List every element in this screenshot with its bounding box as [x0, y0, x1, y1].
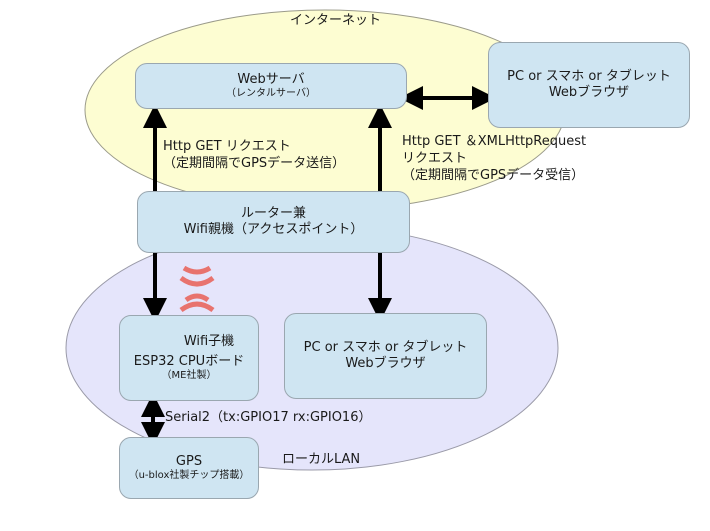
web-server-title: Webサーバ — [237, 71, 305, 87]
gps-subtitle: （u-blox社製チップ搭載） — [128, 469, 250, 481]
edge-esp32-server-line1: Http GET リクエスト — [163, 139, 291, 154]
edge-label-browser-server: Http GET ＆XMLHttpRequest リクエスト （定期間隔でGPS… — [402, 134, 586, 185]
local-lan-zone-label: ローカルLAN — [282, 452, 361, 467]
remote-browser-line2: Webブラウザ — [548, 85, 630, 100]
web-server-subtitle: （レンタルサーバ） — [226, 87, 316, 99]
local-browser-node: PC or スマホ or タブレット Webブラウザ — [284, 313, 487, 399]
edge-browser-server-line3: （定期間隔でGPSデータ受信） — [402, 167, 585, 183]
edge-label-esp32-gps: Serial2（tx:GPIO17 rx:GPIO16） — [165, 410, 372, 425]
edge-browser-server-line1: Http GET ＆XMLHttpRequest — [402, 134, 587, 149]
router-line1: ルーター兼 — [240, 205, 306, 221]
edge-esp32-server-line2: （定期間隔でGPSデータ送信） — [163, 155, 346, 171]
esp32-line1: Wifi子機 — [183, 333, 235, 349]
gps-title: GPS — [175, 453, 203, 469]
esp32-subtitle: （ME社製） — [161, 370, 217, 381]
router-line2: Wifi親機（アクセスポイント） — [183, 222, 364, 237]
edge-browser-server-line2: リクエスト — [402, 150, 468, 166]
esp32-line2: ESP32 CPUボード — [133, 353, 245, 369]
internet-zone-label: インターネット — [290, 13, 382, 28]
esp32-node: Wifi子機 ESP32 CPUボード （ME社製） — [119, 315, 259, 401]
gps-node: GPS （u-blox社製チップ搭載） — [119, 437, 259, 499]
remote-browser-node: PC or スマホ or タブレット Webブラウザ — [488, 42, 690, 128]
router-node: ルーター兼 Wifi親機（アクセスポイント） — [137, 191, 410, 253]
local-browser-line2: Webブラウザ — [345, 356, 426, 371]
local-browser-line1: PC or スマホ or タブレット — [303, 339, 468, 355]
remote-browser-line1: PC or スマホ or タブレット — [507, 68, 671, 84]
wifi-signal-icon — [179, 265, 215, 313]
edge-label-esp32-server: Http GET リクエスト （定期間隔でGPSデータ送信） — [163, 139, 345, 173]
web-server-node: Webサーバ （レンタルサーバ） — [135, 63, 407, 109]
